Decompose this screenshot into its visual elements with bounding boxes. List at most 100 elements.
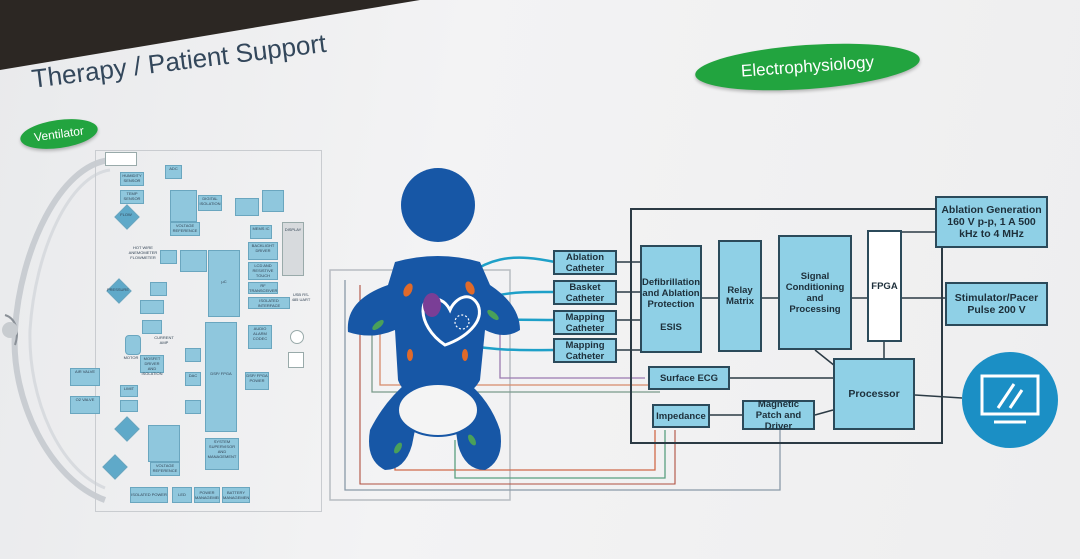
vent-digital-isolation-2 bbox=[180, 250, 207, 272]
vent-label: DAC bbox=[188, 373, 198, 378]
vent-mosfet-driver: MOSFET DRIVER AND ISOLATION bbox=[140, 355, 164, 376]
mapping-catheter-block-2: Mapping Catheter bbox=[553, 338, 617, 363]
vent-backlight-driver: BACKLIGHT DRIVER bbox=[248, 242, 278, 260]
monitor-badge bbox=[962, 352, 1058, 448]
vent-label: CURRENT AMP bbox=[154, 335, 174, 345]
vent-air-valve: AIR VALVE bbox=[70, 368, 100, 386]
vent-label: AIR VALVE bbox=[74, 369, 96, 374]
vent-adc-3 bbox=[150, 282, 167, 296]
surface-ecg-block: Surface ECG bbox=[648, 366, 730, 390]
ventilator-frame bbox=[95, 150, 322, 512]
vent-audio-codec: AUDIO ALARM CODEC bbox=[248, 325, 272, 349]
vent-label: VOLTAGE REFERENCE bbox=[172, 223, 198, 233]
vent-label: BATTERY MANAGEMENT bbox=[223, 490, 249, 500]
ablation-catheter-block: Ablation Catheter bbox=[553, 250, 617, 275]
vent-label: DIGITAL ISOLATION bbox=[199, 196, 221, 206]
vent-adc-4 bbox=[185, 348, 201, 362]
vent-label: USB RS-485 UART bbox=[291, 292, 311, 302]
vent-adc-block bbox=[170, 190, 197, 222]
vent-label: DISPLAY bbox=[284, 227, 302, 232]
vent-label: MOTOR bbox=[123, 355, 139, 360]
vent-motor bbox=[125, 335, 141, 355]
vent-speaker-icon bbox=[290, 330, 304, 344]
vent-humidity-sensor: HUMIDITY SENSOR bbox=[120, 172, 144, 186]
impedance-block: Impedance bbox=[652, 404, 710, 428]
vent-label: SYSTEM SUPERVISOR AND MANAGEMENT bbox=[207, 439, 237, 459]
esis-label: ESIS bbox=[660, 322, 682, 333]
ep-system-frame bbox=[630, 208, 943, 444]
patient-figure bbox=[347, 168, 520, 470]
vent-lcd-touch: LCD AND RESISTIVE TOUCH bbox=[248, 262, 278, 280]
vent-rf-transceiver: RF TRANSCEIVER bbox=[248, 282, 278, 294]
vent-label: DSP/ FPGA bbox=[210, 371, 232, 376]
vent-label: DSP/ FPGA POWER bbox=[246, 373, 268, 383]
defibrillation-label: Defibrillation and Ablation Protection bbox=[641, 277, 701, 310]
vent-battery-management: BATTERY MANAGEMENT bbox=[222, 487, 250, 503]
defibrillation-protection-block: Defibrillation and Ablation Protection E… bbox=[640, 245, 702, 353]
vent-label: BACKLIGHT DRIVER bbox=[251, 243, 275, 253]
vent-mems bbox=[262, 190, 284, 212]
vent-tube-connector bbox=[105, 152, 137, 166]
vent-label: MOSFET DRIVER AND ISOLATION bbox=[141, 356, 163, 376]
fpga-block: FPGA bbox=[867, 230, 902, 342]
vent-label: LCD AND RESISTIVE TOUCH bbox=[252, 263, 274, 278]
vent-label: O2 VALVE bbox=[75, 397, 95, 402]
wire-imp-3 bbox=[359, 285, 676, 485]
vent-label: MEMS IC bbox=[252, 226, 270, 231]
vent-label: VOLTAGE REFERENCE bbox=[152, 463, 178, 473]
vent-digital-isolation: DIGITAL ISOLATION bbox=[198, 195, 222, 211]
vent-buzzer-icon bbox=[288, 352, 304, 368]
vent-dac-1 bbox=[140, 300, 164, 314]
vent-label: TEMP SENSOR bbox=[123, 191, 141, 201]
vent-led: LED bbox=[172, 487, 192, 503]
vent-label: LIMIT bbox=[123, 386, 135, 391]
vent-isolated-power: ISOLATED POWER bbox=[130, 487, 168, 503]
vent-o2-valve: O2 VALVE bbox=[70, 396, 100, 414]
vent-adc-ref-block bbox=[148, 425, 180, 462]
signal-conditioning-block: Signal Conditioning and Processing bbox=[778, 235, 852, 350]
ventilator-tubing bbox=[2, 157, 111, 503]
vent-mems-ic: MEMS IC bbox=[250, 225, 272, 239]
relay-matrix-block: Relay Matrix bbox=[718, 240, 762, 352]
wire-magnetic bbox=[344, 280, 781, 491]
magnetic-patch-block: Magnetic Patch and Driver bbox=[742, 399, 815, 432]
vent-voltage-reference: VOLTAGE REFERENCE bbox=[170, 222, 200, 236]
basket-catheter-block: Basket Catheter bbox=[553, 280, 617, 305]
vent-label: POWER MANAGEMENT bbox=[195, 490, 219, 500]
vent-label: RF TRANSCEIVER bbox=[249, 283, 277, 293]
wire-imp-2 bbox=[454, 430, 666, 479]
vent-digital-iso-3 bbox=[235, 198, 259, 216]
vent-label: FLOW bbox=[120, 212, 132, 217]
vent-adc-reference: VOLTAGE REFERENCE bbox=[150, 462, 180, 476]
vent-dsp-fpga: DSP/ FPGA bbox=[205, 322, 237, 432]
vent-adc-1: ADC bbox=[165, 165, 182, 179]
vent-dac-2: DAC bbox=[185, 372, 201, 386]
vent-limit-2: LIMIT bbox=[120, 385, 138, 397]
vent-label: ISOLATED INTERFACE bbox=[257, 298, 281, 308]
vent-display: DISPLAY bbox=[282, 222, 304, 276]
vent-microcontroller: µC bbox=[208, 250, 240, 317]
stimulator-pacer-block: Stimulator/Pacer Pulse 200 V bbox=[945, 282, 1048, 326]
vent-limit-3 bbox=[120, 400, 138, 412]
vent-isolated-interface: ISOLATED INTERFACE bbox=[248, 297, 290, 309]
vent-label: µC bbox=[221, 279, 227, 284]
vent-limit-1 bbox=[142, 320, 162, 334]
vent-temp-sensor: TEMP SENSOR bbox=[120, 190, 144, 204]
vent-dsp-power: DSP/ FPGA POWER bbox=[245, 372, 269, 390]
processor-block: Processor bbox=[833, 358, 915, 430]
ablation-generation-block: Ablation Generation 160 V p-p, 1 A 500 k… bbox=[935, 196, 1048, 248]
vent-label: PRESSURE bbox=[106, 287, 129, 292]
monitor-icon bbox=[980, 374, 1040, 424]
vent-label: AUDIO ALARM CODEC bbox=[252, 326, 268, 341]
vent-system-supervisor: SYSTEM SUPERVISOR AND MANAGEMENT bbox=[205, 438, 239, 470]
vent-label: HUMIDITY SENSOR bbox=[122, 173, 142, 183]
heart-chamber bbox=[423, 293, 441, 317]
vent-adc-2 bbox=[160, 250, 177, 264]
vent-dac-3 bbox=[185, 400, 201, 414]
mapping-catheter-block-1: Mapping Catheter bbox=[553, 310, 617, 335]
vent-label: ISOLATED POWER bbox=[131, 492, 167, 497]
vent-label: ADC bbox=[169, 166, 178, 171]
basket-catheter-tip bbox=[454, 314, 470, 330]
vent-label: LED bbox=[178, 492, 186, 497]
